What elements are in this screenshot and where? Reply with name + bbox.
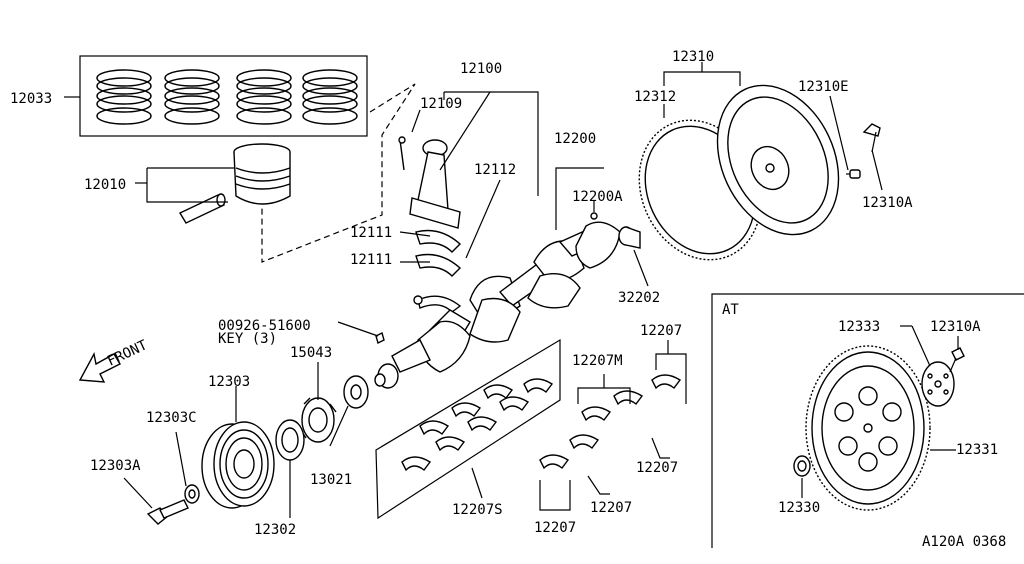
oil-slinger xyxy=(329,375,369,447)
crankshaft xyxy=(374,212,621,389)
connecting-rod xyxy=(398,136,462,313)
label-12207m: 12207M xyxy=(572,353,623,369)
pulley-washer xyxy=(175,431,200,504)
label-12312: 12312 xyxy=(634,89,676,105)
label-12207-1: 12207 xyxy=(640,323,682,339)
label-12302: 12302 xyxy=(254,522,296,538)
leader-12100 xyxy=(444,91,539,196)
assembly-guide-line xyxy=(261,83,416,263)
piston xyxy=(135,143,291,224)
label-12100: 12100 xyxy=(460,61,502,77)
label-15043: 15043 xyxy=(290,345,332,361)
label-12109: 12109 xyxy=(420,96,462,112)
catalog-code: A120A 0368 xyxy=(922,534,1006,550)
label-12033: 12033 xyxy=(10,91,52,107)
label-12207s: 12207S xyxy=(452,502,503,518)
label-12330: 12330 xyxy=(778,500,820,516)
label-12310a-at: 12310A xyxy=(930,319,981,335)
label-12303: 12303 xyxy=(208,374,250,390)
label-32202: 32202 xyxy=(618,290,660,306)
front-seal xyxy=(275,419,305,518)
label-12111-b: 12111 xyxy=(350,252,392,268)
pulley-bolt xyxy=(123,477,189,525)
crank-pulley xyxy=(201,386,275,509)
label-13021: 13021 xyxy=(310,472,352,488)
label-12310e: 12310E xyxy=(798,79,849,95)
leader-12200 xyxy=(555,167,604,230)
piston-rings-group xyxy=(64,55,368,137)
label-12207-4: 12207 xyxy=(534,520,576,536)
label-12310: 12310 xyxy=(672,49,714,65)
crank-key xyxy=(337,321,385,345)
label-12303c: 12303C xyxy=(146,410,197,426)
crank-gear xyxy=(301,362,337,443)
at-box xyxy=(711,293,1024,548)
label-12331: 12331 xyxy=(956,442,998,458)
main-bearings-upper xyxy=(539,340,687,511)
label-12333: 12333 xyxy=(838,319,880,335)
front-label: FRONT xyxy=(105,337,150,370)
leader-12310 xyxy=(663,71,741,86)
drive-plate xyxy=(793,325,965,511)
flywheel xyxy=(638,84,883,261)
label-12200: 12200 xyxy=(554,131,596,147)
label-12200a: 12200A xyxy=(572,189,623,205)
label-key-note: KEY (3) xyxy=(218,331,277,347)
label-12112: 12112 xyxy=(474,162,516,178)
label-12303a: 12303A xyxy=(90,458,141,474)
front-arrow xyxy=(78,351,121,383)
label-12111-a: 12111 xyxy=(350,225,392,241)
main-bearing-set xyxy=(375,338,561,520)
label-12010: 12010 xyxy=(84,177,126,193)
at-section-label: AT xyxy=(722,302,739,318)
label-12207-3: 12207 xyxy=(590,500,632,516)
label-key-part: 00926-51600 xyxy=(218,318,311,334)
label-12207-2: 12207 xyxy=(636,460,678,476)
label-12310a-flywheel: 12310A xyxy=(862,195,913,211)
pilot-bush xyxy=(618,226,649,287)
